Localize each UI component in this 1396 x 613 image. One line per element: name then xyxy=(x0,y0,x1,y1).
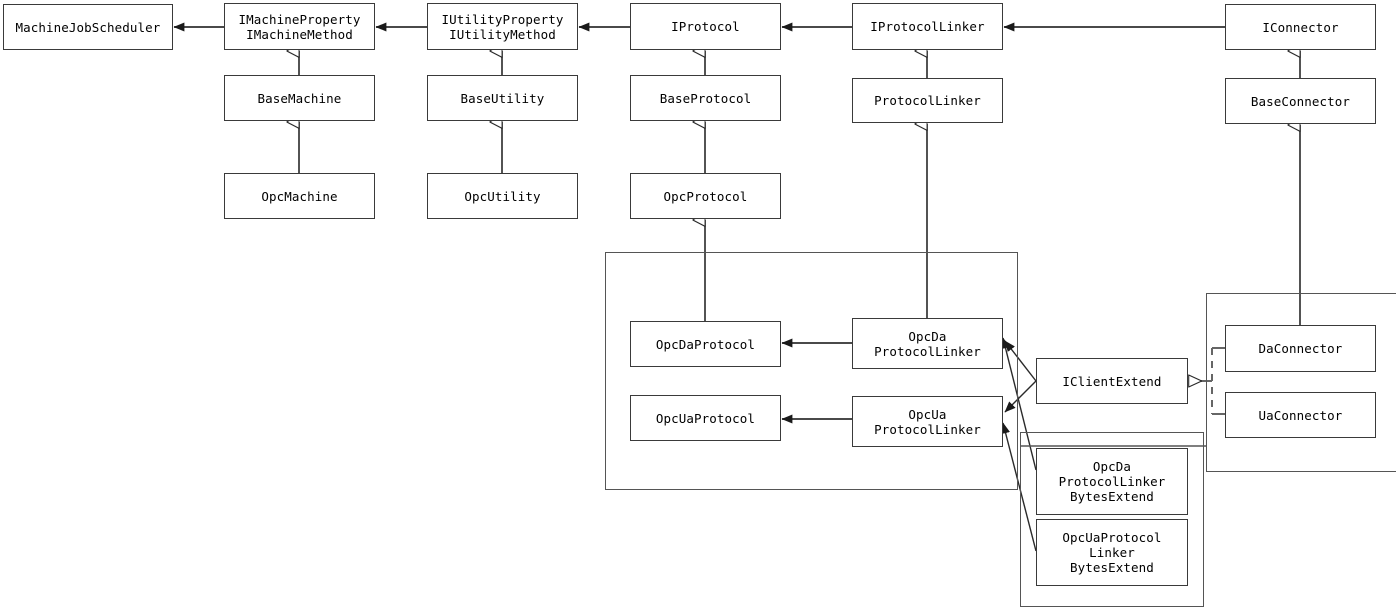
class-protocol-linker[interactable]: ProtocolLinker xyxy=(852,78,1003,123)
class-iconnector[interactable]: IConnector xyxy=(1225,4,1376,50)
class-opc-ua-protocol[interactable]: OpcUaProtocol xyxy=(630,395,781,441)
class-imachine-property-method[interactable]: IMachineProperty IMachineMethod xyxy=(224,3,375,50)
class-opc-ua-protocol-linker[interactable]: OpcUa ProtocolLinker xyxy=(852,396,1003,447)
class-opc-machine[interactable]: OpcMachine xyxy=(224,173,375,219)
class-ua-connector[interactable]: UaConnector xyxy=(1225,392,1376,438)
class-opc-da-protocol[interactable]: OpcDaProtocol xyxy=(630,321,781,367)
class-machine-job-scheduler[interactable]: MachineJobScheduler xyxy=(3,4,173,50)
class-base-utility[interactable]: BaseUtility xyxy=(427,75,578,121)
class-da-connector[interactable]: DaConnector xyxy=(1225,325,1376,372)
group-connector-container xyxy=(1206,293,1396,472)
class-base-connector[interactable]: BaseConnector xyxy=(1225,78,1376,124)
class-iutility-property-method[interactable]: IUtilityProperty IUtilityMethod xyxy=(427,3,578,50)
class-iprotocol-linker[interactable]: IProtocolLinker xyxy=(852,3,1003,50)
class-base-protocol[interactable]: BaseProtocol xyxy=(630,75,781,121)
class-opc-ua-protocol-linker-bytes-extend[interactable]: OpcUaProtocol Linker BytesExtend xyxy=(1036,519,1188,586)
class-iclient-extend[interactable]: IClientExtend xyxy=(1036,358,1188,404)
class-opc-da-protocol-linker[interactable]: OpcDa ProtocolLinker xyxy=(852,318,1003,369)
group-protocol-container xyxy=(605,252,1018,490)
class-iprotocol[interactable]: IProtocol xyxy=(630,3,781,50)
class-opc-utility[interactable]: OpcUtility xyxy=(427,173,578,219)
class-opc-protocol[interactable]: OpcProtocol xyxy=(630,173,781,219)
class-base-machine[interactable]: BaseMachine xyxy=(224,75,375,121)
class-opc-da-protocol-linker-bytes-extend[interactable]: OpcDa ProtocolLinker BytesExtend xyxy=(1036,448,1188,515)
